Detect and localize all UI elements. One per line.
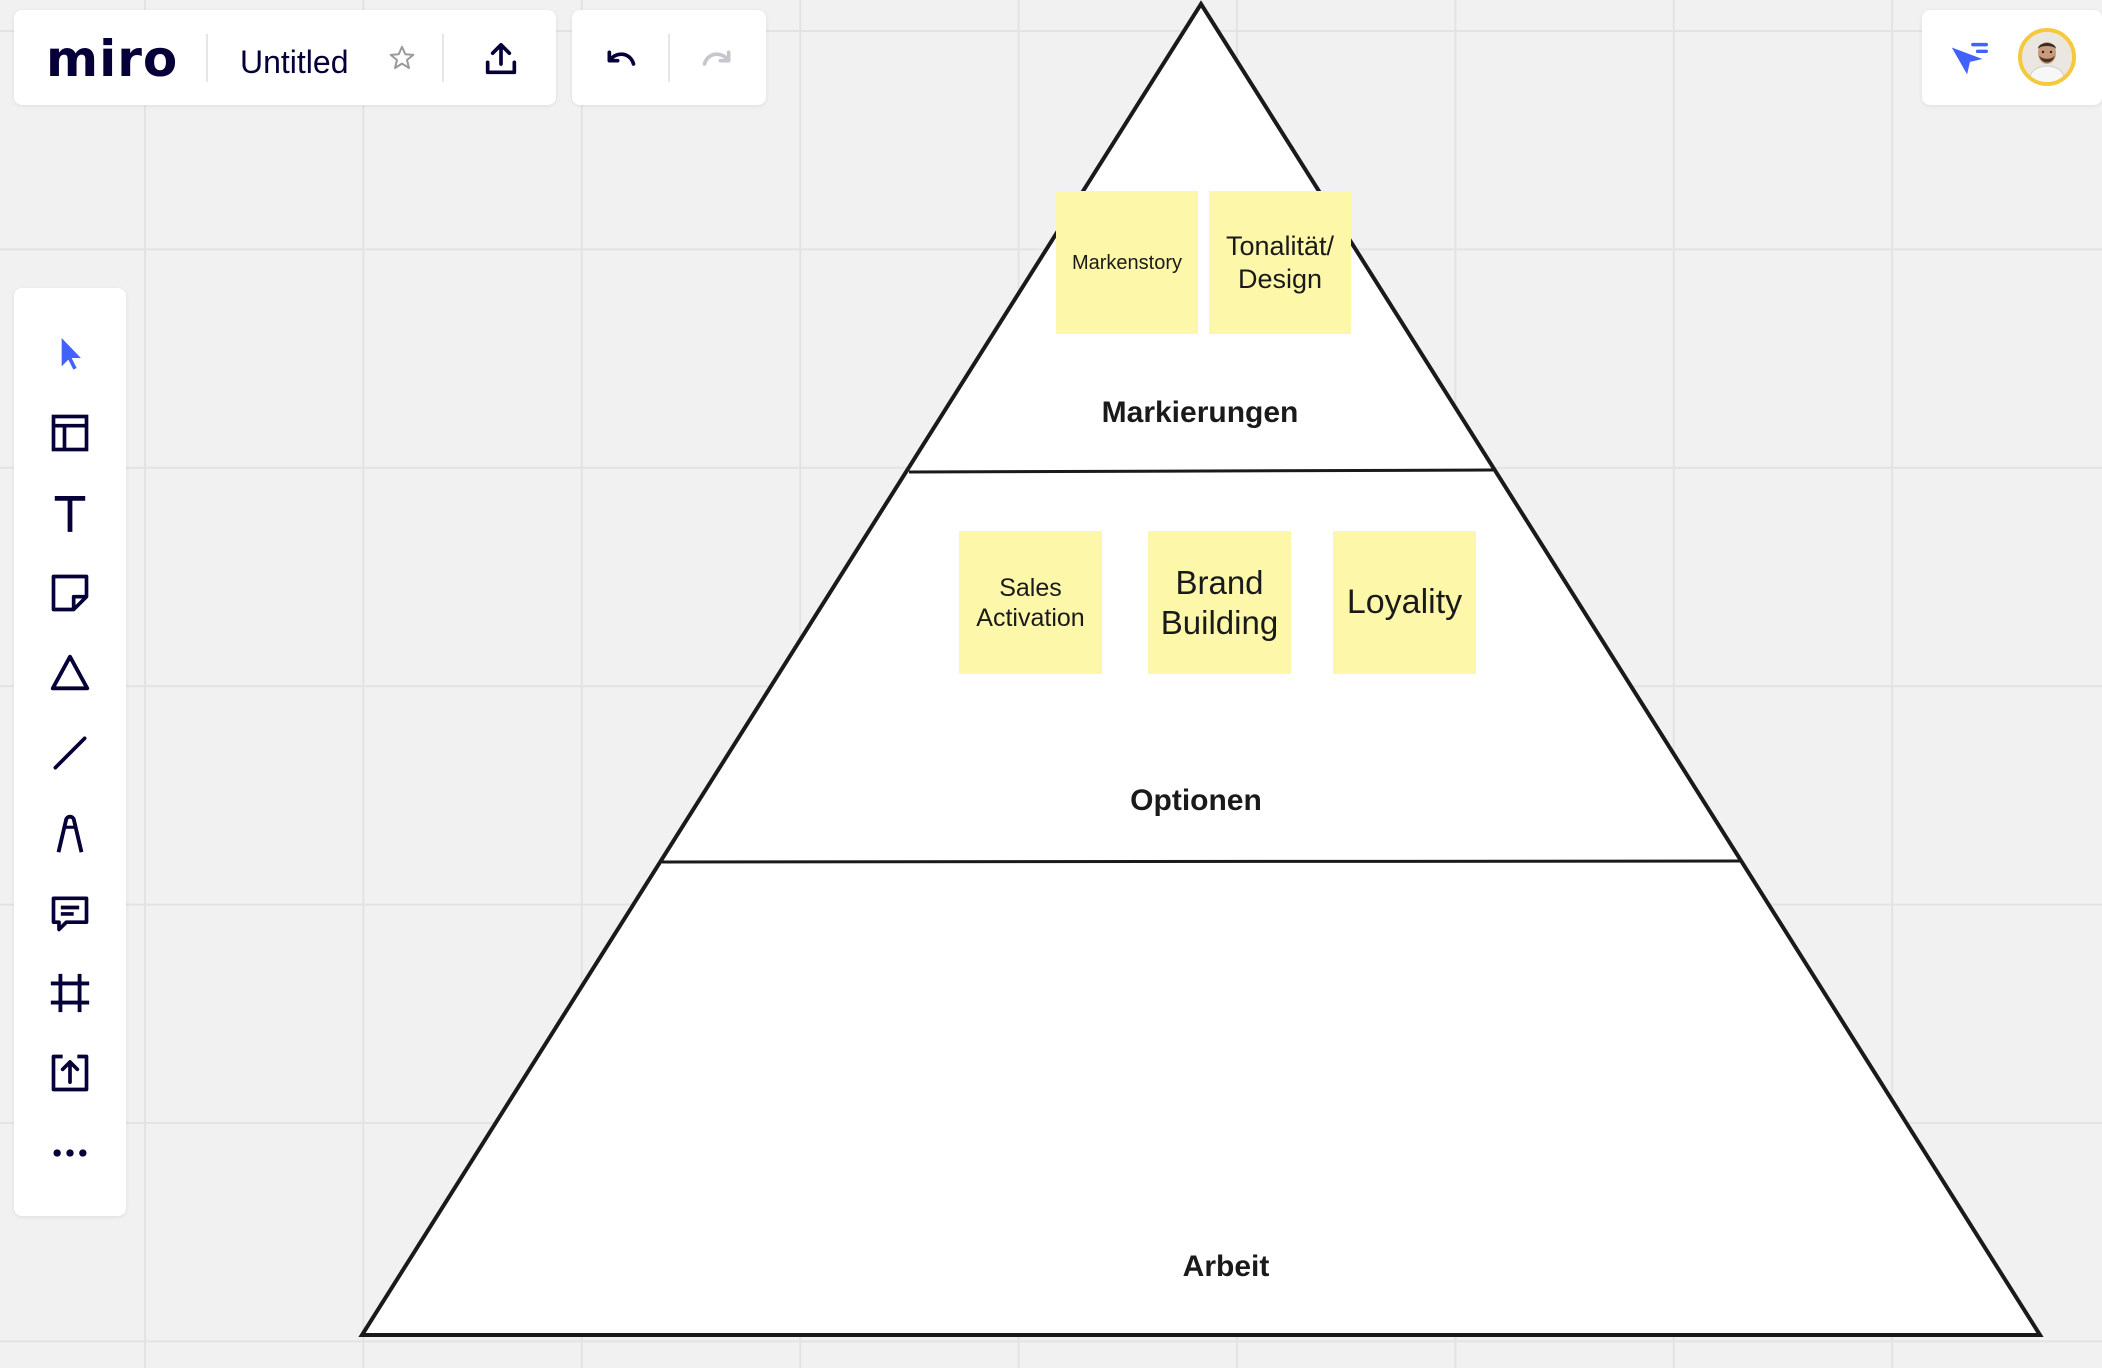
pen-tool-icon[interactable] bbox=[40, 803, 100, 863]
sticky-note-tonalitaet[interactable]: Tonalität/ Design bbox=[1209, 191, 1351, 342]
miro-logo[interactable]: miro bbox=[46, 30, 179, 88]
user-avatar[interactable] bbox=[2018, 28, 2076, 86]
board-title[interactable]: Untitled bbox=[240, 44, 349, 80]
pyramid-divider-bottom bbox=[661, 859, 1741, 864]
comment-tool-icon[interactable] bbox=[40, 883, 100, 943]
layer-label-bottom[interactable]: Arbeit bbox=[1182, 1250, 1270, 1283]
divider bbox=[442, 34, 444, 82]
more-tools-icon[interactable] bbox=[40, 1123, 100, 1183]
sticky-note-markenstory[interactable]: Markenstory bbox=[1056, 191, 1198, 342]
topbar-main: miro Untitled bbox=[14, 10, 556, 105]
frame-tool-icon[interactable] bbox=[40, 963, 100, 1023]
upload-icon[interactable] bbox=[476, 34, 526, 84]
topbar-history bbox=[572, 10, 766, 105]
layer-label-top[interactable]: Markierungen bbox=[1101, 396, 1299, 429]
sticky-note-brand-building[interactable]: Brand Building bbox=[1148, 531, 1291, 682]
upload-tool-icon[interactable] bbox=[40, 1043, 100, 1103]
shapes-tool-icon[interactable] bbox=[40, 643, 100, 703]
divider bbox=[668, 34, 670, 82]
topbar-collaboration bbox=[1922, 10, 2102, 105]
redo-icon[interactable] bbox=[692, 34, 742, 84]
layer-label-middle[interactable]: Optionen bbox=[1130, 784, 1262, 817]
undo-icon[interactable] bbox=[596, 34, 646, 84]
star-icon[interactable] bbox=[384, 40, 420, 76]
templates-tool-icon[interactable] bbox=[40, 403, 100, 463]
sticky-note-loyality[interactable]: Loyality bbox=[1333, 531, 1476, 682]
cursor-follow-icon[interactable] bbox=[1944, 34, 1994, 84]
sticky-note-tool-icon[interactable] bbox=[40, 563, 100, 623]
text-tool-icon[interactable] bbox=[40, 483, 100, 543]
sticky-note-sales-activation[interactable]: Sales Activation bbox=[959, 531, 1102, 682]
select-tool-icon[interactable] bbox=[40, 323, 100, 383]
pyramid-divider-top bbox=[908, 468, 1494, 474]
left-toolbar bbox=[14, 288, 126, 1216]
divider bbox=[206, 34, 208, 82]
line-tool-icon[interactable] bbox=[40, 723, 100, 783]
